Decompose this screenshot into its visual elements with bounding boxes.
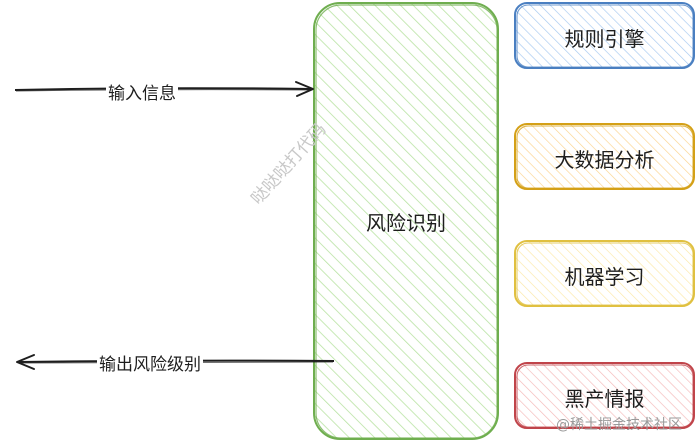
module-box-machine-learning	[514, 240, 695, 307]
input-arrow-head	[295, 81, 314, 97]
footer-watermark: @稀土掘金技术社区	[556, 417, 682, 433]
module-box-big-data	[514, 123, 695, 190]
module-label-big-data: 大数据分析	[554, 148, 655, 172]
output-arrow-label: 输出风险级别	[97, 350, 203, 375]
center-box-label: 风险识别	[366, 211, 446, 235]
center-box-outline	[313, 2, 499, 440]
module-label-threat-intel: 黑产情报	[564, 387, 645, 411]
output-arrow-head	[16, 354, 35, 370]
module-label-machine-learning: 机器学习	[564, 265, 645, 289]
center-box	[313, 2, 499, 440]
module-box-threat-intel	[514, 362, 695, 429]
module-label-rules-engine: 规则引擎	[564, 27, 645, 51]
input-arrow-label: 输入信息	[106, 79, 178, 104]
module-box-rules-engine	[514, 2, 695, 69]
